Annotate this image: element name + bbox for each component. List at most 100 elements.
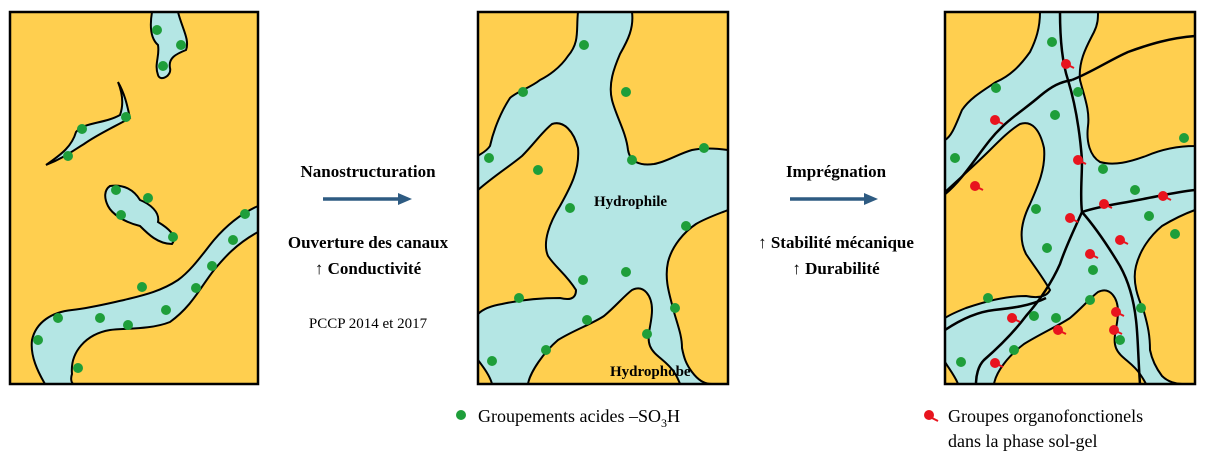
panel2-frame <box>476 10 730 386</box>
step-nanostructuration: Nanostructuration Ouverture des canaux ↑… <box>288 162 449 332</box>
sol-gel-line-5 <box>1081 211 1142 384</box>
acid-group-dot <box>681 221 691 231</box>
acid-group-dot <box>670 303 680 313</box>
domain-top-right <box>1078 12 1195 165</box>
acid-group-dot <box>487 356 497 366</box>
acid-group-dot <box>111 185 121 195</box>
organo-group-pin <box>970 181 984 191</box>
acid-group-dot <box>627 155 637 165</box>
acid-groups-panel2 <box>484 40 709 366</box>
panel-impregnated-membrane <box>943 10 1197 386</box>
acid-group-dot <box>1047 37 1057 47</box>
acid-group-dot <box>1029 311 1039 321</box>
acid-group-dot <box>137 282 147 292</box>
step-impregnation: Imprégnation ↑ Stabilité mécanique ↑ Dur… <box>758 162 914 278</box>
acid-group-dot <box>1009 345 1019 355</box>
organo-group-pin <box>1115 235 1129 245</box>
acid-groups-panel3 <box>950 37 1189 367</box>
acid-group-dot <box>956 357 966 367</box>
arrow-right-icon <box>790 193 878 205</box>
acid-group-dot <box>116 210 126 220</box>
acid-group-dot <box>621 267 631 277</box>
acid-group-dot <box>228 235 238 245</box>
acid-group-dot <box>533 165 543 175</box>
sol-gel-line-6 <box>945 296 1047 332</box>
acid-group-dot <box>1179 133 1189 143</box>
acid-group-dot <box>579 40 589 50</box>
acid-group-dot <box>1144 211 1154 221</box>
sol-gel-phase-lines <box>945 12 1195 384</box>
sol-gel-line-7 <box>1071 34 1195 82</box>
acid-group-dot <box>1115 335 1125 345</box>
acid-group-dot <box>77 124 87 134</box>
acid-group-dot <box>621 87 631 97</box>
acid-group-dot <box>168 232 178 242</box>
legend-acid-tail: H <box>667 406 680 426</box>
acid-group-dot <box>699 143 709 153</box>
acid-group-dot <box>514 293 524 303</box>
organo-group-pin <box>990 358 1004 368</box>
acid-group-dot <box>176 40 186 50</box>
acid-group-dot <box>541 345 551 355</box>
organo-groups-panel3 <box>970 59 1172 368</box>
acid-group-dot <box>53 313 63 323</box>
legend-acid-label: Groupements acides –SO3H <box>478 406 680 430</box>
legend-organo-line1: Groupes organofonctionels <box>948 406 1143 426</box>
acid-group-dot <box>1050 110 1060 120</box>
legend-organo-line2: dans la phase sol-gel <box>948 431 1097 451</box>
panel-nanostructured-membrane: Hydrophile Hydrophobe <box>476 10 730 386</box>
green-dot-icon <box>456 410 466 420</box>
step1-effect-conductivity: ↑ Conductivité <box>315 259 422 278</box>
acid-group-dot <box>484 153 494 163</box>
hydrophobic-domain-left <box>478 122 580 316</box>
organo-group-pin <box>1085 249 1099 259</box>
legend-acid-subscript: 3 <box>661 416 667 430</box>
step1-label: Nanostructuration <box>300 162 436 181</box>
acid-group-dot <box>1130 185 1140 195</box>
arrow-right-icon <box>323 193 412 205</box>
domain-top-left <box>945 12 1042 142</box>
acid-group-dot <box>121 112 131 122</box>
organo-group-pin <box>1111 307 1125 317</box>
sol-gel-line-3 <box>1081 188 1195 214</box>
acid-group-dot <box>578 275 588 285</box>
step2-label: Imprégnation <box>786 162 887 181</box>
acid-group-dot <box>1051 313 1061 323</box>
acid-group-dot <box>1073 87 1083 97</box>
organo-group-pin <box>990 115 1004 125</box>
acid-group-dot <box>1098 164 1108 174</box>
acid-group-dot <box>1136 303 1146 313</box>
panel3-frame <box>943 10 1197 386</box>
panel1-frame <box>8 10 260 386</box>
pore-channel <box>30 204 258 384</box>
acid-group-dot <box>642 329 652 339</box>
organo-group-pin <box>1073 155 1087 165</box>
acid-group-dot <box>161 305 171 315</box>
sol-gel-line-4 <box>974 211 1084 384</box>
acid-group-dot <box>240 209 250 219</box>
acid-group-dot <box>950 153 960 163</box>
sol-gel-line-1 <box>945 78 1073 195</box>
pore-island <box>104 184 175 246</box>
acid-group-dot <box>143 193 153 203</box>
red-pin-icon <box>924 410 939 422</box>
legend-acid-groups: Groupements acides –SO3H <box>456 406 680 430</box>
acid-group-dot <box>63 151 73 161</box>
reference-citation: PCCP 2014 et 2017 <box>309 316 428 332</box>
acid-group-dot <box>207 261 217 271</box>
domain-right <box>1133 208 1195 384</box>
acid-group-dot <box>191 283 201 293</box>
hydrophobic-domain-bottom-left-corner <box>478 358 494 384</box>
acid-group-dot <box>1085 295 1095 305</box>
legend-organo-groups: Groupes organofonctionels dans la phase … <box>924 406 1143 451</box>
acid-group-dot <box>1042 243 1052 253</box>
step2-effect-durability: ↑ Durabilité <box>792 259 880 278</box>
organo-group-pin <box>1109 325 1123 335</box>
domain-bottom-left-corner <box>945 360 960 384</box>
organo-group-pin <box>1007 313 1021 323</box>
organo-group-pin <box>1061 59 1075 69</box>
panel-initial-membrane <box>8 10 260 386</box>
acid-group-dot <box>565 203 575 213</box>
label-hydrophobe: Hydrophobe <box>610 364 691 380</box>
